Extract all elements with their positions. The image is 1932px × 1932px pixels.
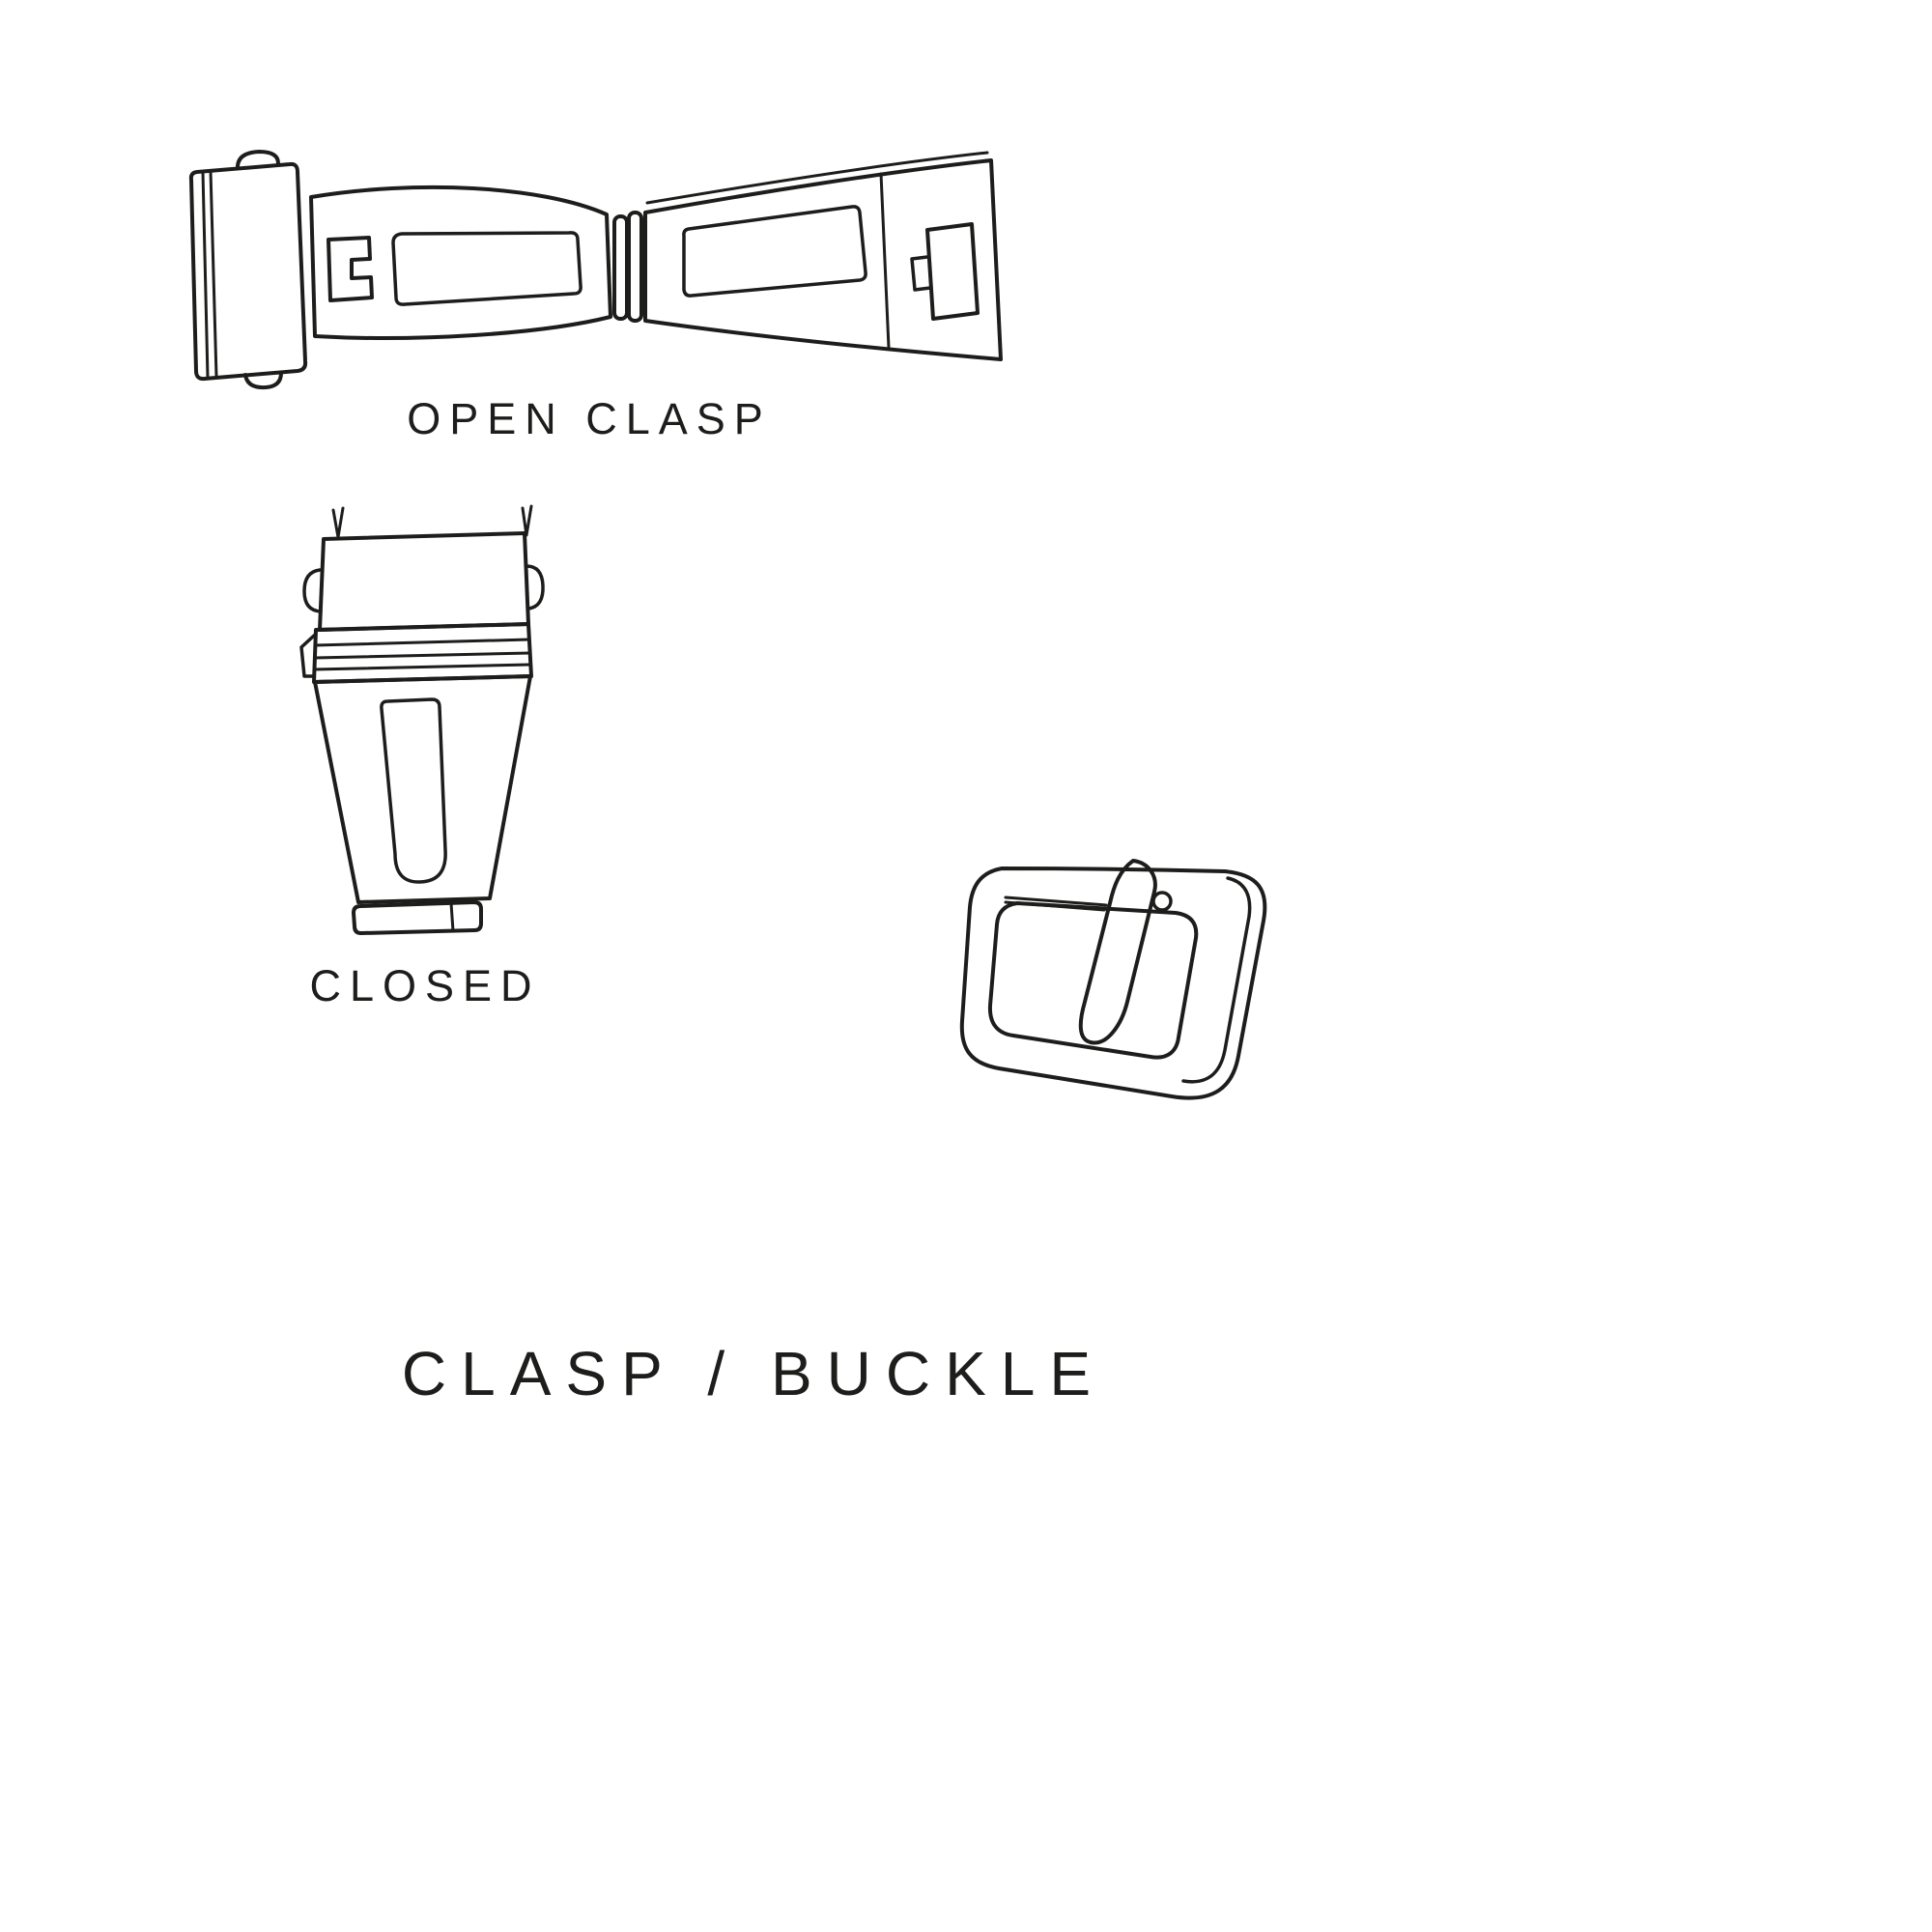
buckle-pin bbox=[1004, 900, 1106, 912]
page-title: CLASP / BUCKLE bbox=[401, 1339, 1106, 1408]
closed-clasp-left-tab bbox=[299, 634, 316, 678]
closed-clasp-hinge-line bbox=[313, 651, 532, 660]
clasp-keeper-bottom-tab bbox=[243, 371, 283, 390]
buckle-pin-ring bbox=[1151, 891, 1173, 912]
clasp-latch-hook bbox=[327, 236, 374, 302]
closed-clasp-left-ear bbox=[302, 568, 323, 613]
closed-clasp-right-ear bbox=[525, 564, 545, 611]
closed-clasp-end-bar-line bbox=[449, 901, 455, 933]
clasp-hinge-link bbox=[627, 211, 643, 323]
buckle-tongue bbox=[1078, 859, 1157, 1045]
open-clasp-illustration bbox=[188, 150, 1003, 390]
closed-clasp-slot-cutout bbox=[380, 697, 447, 884]
clasp-left-keeper-fold-line bbox=[201, 170, 210, 380]
clasp-left-keeper-fold-line bbox=[209, 169, 218, 379]
clasp-left-arm-cutout bbox=[391, 231, 582, 306]
buckle-illustration bbox=[959, 859, 1267, 1100]
open-clasp-label: OPEN CLASP bbox=[407, 394, 772, 443]
closed-clasp-prong bbox=[521, 504, 533, 537]
closed-clasp-illustration bbox=[299, 504, 545, 935]
clasp-hinge-link bbox=[612, 214, 629, 321]
clasp-right-arm-cutout bbox=[682, 205, 867, 298]
clasp-right-end-divider bbox=[879, 172, 891, 350]
clasp-right-arm-edge-line bbox=[645, 151, 989, 205]
closed-clasp-top-cover bbox=[318, 531, 530, 632]
closed-clasp-label: CLOSED bbox=[309, 961, 541, 1010]
buckle-pin bbox=[1004, 895, 1108, 907]
closed-clasp-hinge-line bbox=[312, 663, 532, 671]
clasp-right-end-hook bbox=[910, 255, 932, 292]
closed-clasp-prong bbox=[331, 506, 345, 539]
closed-clasp-body bbox=[313, 674, 532, 904]
buckle-inner-opening bbox=[987, 901, 1199, 1060]
closed-clasp-end-bar bbox=[352, 900, 483, 935]
buckle-frame bbox=[959, 867, 1267, 1100]
clasp-right-arm bbox=[643, 158, 1003, 361]
closed-clasp-hinge-line bbox=[313, 638, 531, 647]
clasp-keeper-top-tab bbox=[236, 150, 280, 168]
clasp-right-end-cutout bbox=[925, 222, 980, 321]
clasp-left-keeper bbox=[188, 161, 308, 382]
clasp-left-arm bbox=[309, 185, 612, 340]
buckle-right-bar-thickness bbox=[1181, 876, 1252, 1084]
